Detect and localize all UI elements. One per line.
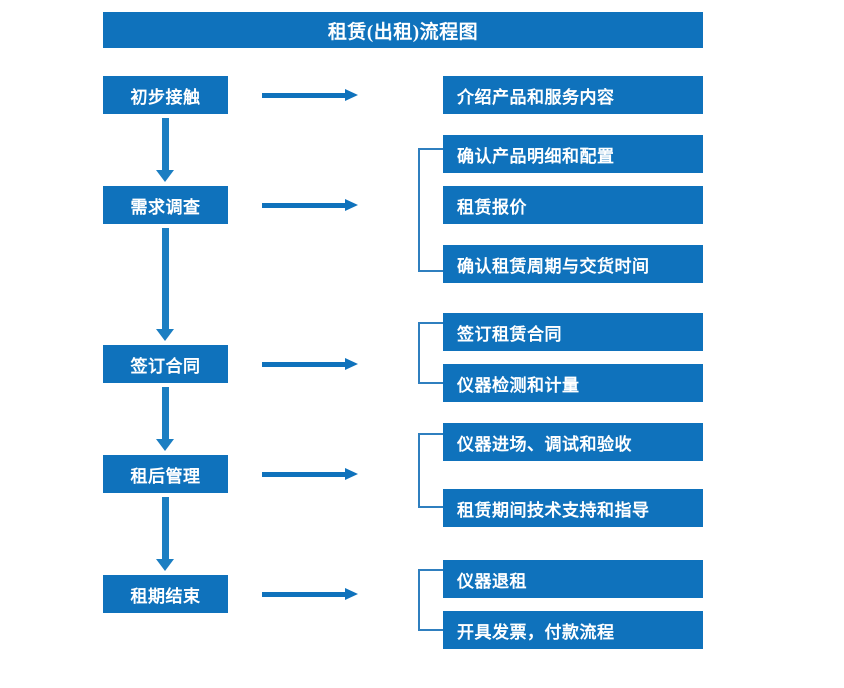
detail-box-kaiju-fapiao[interactable]: 开具发票，付款流程 [443,611,703,649]
detail-box-yiqi-tuizu[interactable]: 仪器退租 [443,560,703,598]
detail-box-queren-chanpin-mingxi[interactable]: 确认产品明细和配置 [443,135,703,173]
arrow-shaft [262,472,346,477]
arrow-head-right-icon [345,468,358,480]
detail-box-queren-zulin-zhouqi[interactable]: 确认租赁周期与交货时间 [443,245,703,283]
arrow-shaft [162,228,169,329]
stage-box-xuqiu-diaocha[interactable]: 需求调查 [103,186,228,224]
group-bracket-stage3 [418,322,443,384]
group-bracket-stage5 [418,569,443,631]
horizontal-arrow-stage1 [262,88,358,102]
arrow-head-right-icon [345,588,358,600]
stage-box-zuhou-guanli[interactable]: 租后管理 [103,455,228,493]
detail-box-jieshao-chanpin[interactable]: 介绍产品和服务内容 [443,76,703,114]
arrow-head-right-icon [345,89,358,101]
arrow-shaft [162,118,169,170]
detail-box-zulin-qijian-zhichi[interactable]: 租赁期间技术支持和指导 [443,489,703,527]
group-bracket-stage4 [418,433,443,508]
horizontal-arrow-stage4 [262,467,358,481]
group-bracket-stage2 [418,148,443,272]
horizontal-arrow-stage3 [262,357,358,371]
arrow-shaft [262,592,346,597]
arrow-head-down-icon [156,170,174,182]
flowchart-title: 租赁(出租)流程图 [103,12,703,48]
arrow-head-down-icon [156,329,174,341]
stage-box-qianding-hetong[interactable]: 签订合同 [103,345,228,383]
arrow-head-down-icon [156,439,174,451]
arrow-head-down-icon [156,559,174,571]
arrow-shaft [262,362,346,367]
vertical-arrow-stage3-to-stage4 [156,387,174,451]
stage-box-chubu-jiechu[interactable]: 初步接触 [103,76,228,114]
vertical-arrow-stage2-to-stage3 [156,228,174,341]
arrow-shaft [262,93,346,98]
vertical-arrow-stage1-to-stage2 [156,118,174,182]
detail-box-yiqi-jinchang-tiaoshi[interactable]: 仪器进场、调试和验收 [443,423,703,461]
arrow-shaft [162,387,169,439]
detail-box-zulin-baojia[interactable]: 租赁报价 [443,186,703,224]
arrow-shaft [262,203,346,208]
detail-box-qianding-zulin-hetong[interactable]: 签订租赁合同 [443,313,703,351]
horizontal-arrow-stage5 [262,587,358,601]
arrow-head-right-icon [345,358,358,370]
arrow-shaft [162,497,169,559]
horizontal-arrow-stage2 [262,198,358,212]
stage-box-zuqi-jieshu[interactable]: 租期结束 [103,575,228,613]
vertical-arrow-stage4-to-stage5 [156,497,174,571]
arrow-head-right-icon [345,199,358,211]
detail-box-yiqi-jiance-jiliang[interactable]: 仪器检测和计量 [443,364,703,402]
